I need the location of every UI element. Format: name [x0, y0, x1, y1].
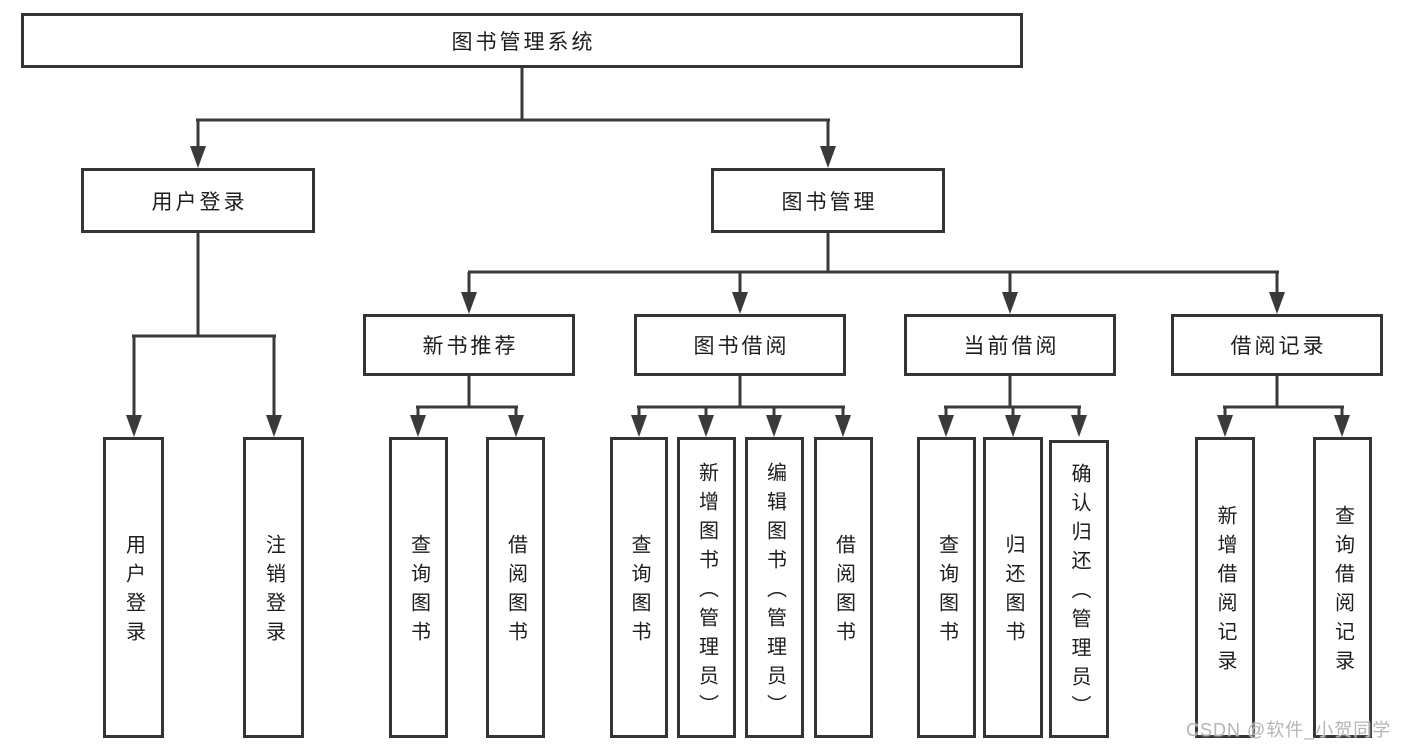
- leaf-edit-books-admin: 编辑图书（管理员）: [745, 437, 804, 738]
- leaf-query-borrow-record: 查询借阅记录: [1313, 437, 1372, 738]
- node-book-management: 图书管理: [711, 168, 945, 233]
- node-library-system-label: 图书管理系统: [451, 30, 596, 54]
- node-book-borrowing: 图书借阅: [634, 314, 846, 376]
- leaf-logout-label: 注销登录: [262, 534, 285, 650]
- leaf-add-books-admin: 新增图书（管理员）: [677, 437, 736, 738]
- leaf-borrow-query-books: 查询图书: [610, 437, 668, 738]
- node-library-system: 图书管理系统: [21, 13, 1023, 68]
- leaf-user-login: 用户登录: [103, 437, 164, 738]
- node-borrowing-records: 借阅记录: [1171, 314, 1383, 376]
- node-new-book-recommend-label: 新书推荐: [422, 335, 519, 358]
- leaf-borrow-books: 借阅图书: [814, 437, 873, 738]
- leaf-confirm-return-admin-label: 确认归还（管理员）: [1068, 463, 1090, 724]
- leaf-logout: 注销登录: [243, 437, 304, 738]
- leaf-borrow-books-label: 借阅图书: [832, 534, 855, 650]
- node-user-login-label: 用户登录: [151, 190, 248, 214]
- leaf-borrow-query-books-label: 查询图书: [628, 534, 650, 650]
- leaf-return-books-label: 归还图书: [1002, 534, 1024, 650]
- leaf-return-books: 归还图书: [983, 437, 1043, 738]
- leaf-add-borrow-record-label: 新增借阅记录: [1214, 505, 1236, 679]
- node-new-book-recommend: 新书推荐: [363, 314, 575, 376]
- leaf-current-query-books-label: 查询图书: [935, 534, 958, 650]
- node-book-borrowing-label: 图书借阅: [693, 335, 790, 358]
- leaf-user-login-label: 用户登录: [122, 534, 145, 650]
- leaf-recommend-borrow-books: 借阅图书: [486, 437, 545, 738]
- node-borrowing-records-label: 借阅记录: [1230, 335, 1327, 358]
- leaf-recommend-borrow-books-label: 借阅图书: [504, 534, 527, 650]
- leaf-edit-books-admin-label: 编辑图书（管理员）: [763, 461, 786, 723]
- node-current-borrowing: 当前借阅: [904, 314, 1116, 376]
- leaf-recommend-query-books-label: 查询图书: [407, 534, 430, 650]
- leaf-confirm-return-admin: 确认归还（管理员）: [1049, 440, 1109, 738]
- leaf-add-borrow-record: 新增借阅记录: [1195, 437, 1255, 738]
- csdn-watermark: CSDN @软件_小贺同学: [1186, 720, 1392, 740]
- node-current-borrowing-label: 当前借阅: [963, 335, 1060, 358]
- node-book-management-label: 图书管理: [781, 190, 878, 214]
- leaf-add-books-admin-label: 新增图书（管理员）: [695, 461, 718, 723]
- leaf-query-borrow-record-label: 查询借阅记录: [1331, 505, 1354, 679]
- leaf-recommend-query-books: 查询图书: [389, 437, 448, 738]
- node-user-login: 用户登录: [81, 168, 315, 233]
- leaf-current-query-books: 查询图书: [917, 437, 976, 738]
